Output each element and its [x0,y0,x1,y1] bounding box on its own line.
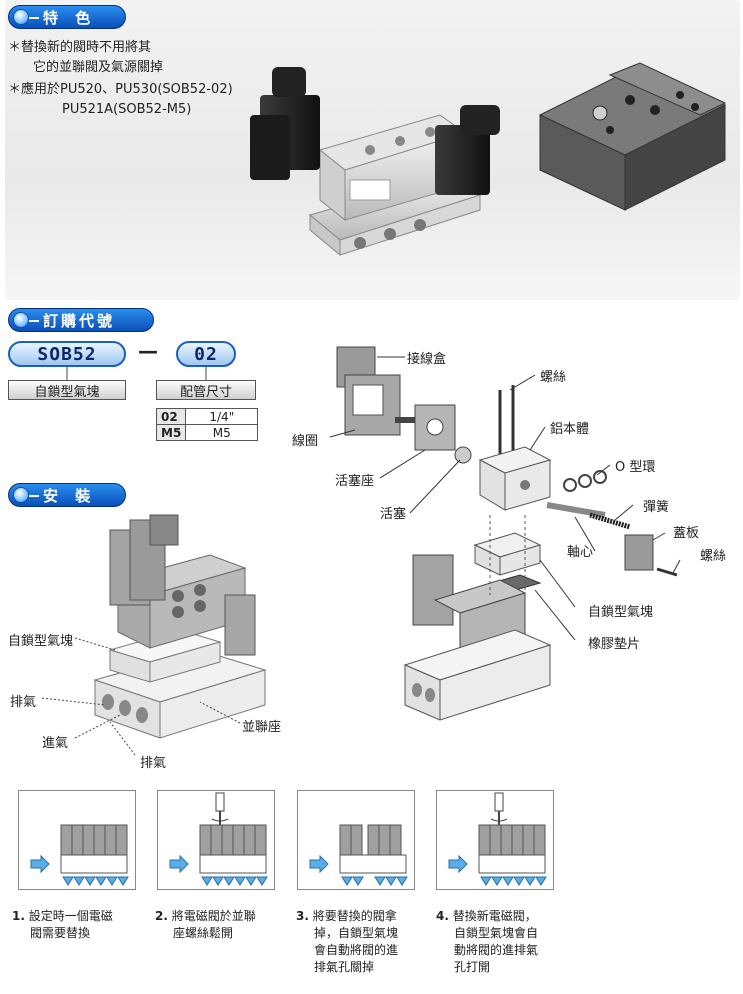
model-code-label: 自鎖型氣塊 [8,380,126,400]
feature-bullet-1: ＊替換新的閥時不用將其 [8,40,152,55]
label-shaft: 軸心 [567,545,594,560]
bullet-dot-icon [13,312,29,328]
label-intake: 進氣 [42,736,69,751]
label-screw-right: 螺絲 [700,549,727,564]
label-piston: 活塞 [380,507,407,522]
label-self-lock-block: 自鎖型氣塊 [8,634,74,649]
feature-heading: 特 色 [8,5,126,29]
pipe-size-table: 02 1/4" M5 M5 [155,408,259,441]
label-exhaust-left: 排氣 [10,695,37,710]
step-1-illustration [18,790,136,890]
label-exploded-self-lock-block: 自鎖型氣塊 [588,605,654,620]
feature-bullet-2: ＊應用於PU520、PU530(SOB52-02) [8,82,233,97]
step-4-illustration [436,790,554,890]
label-piston-seat: 活塞座 [335,474,375,489]
model-code-box: SOB52 [8,341,126,367]
step-2-illustration [157,790,275,890]
bullet-dot-icon [13,9,29,25]
order-heading: 訂購代號 [8,308,154,332]
table-row: 02 1/4" [155,408,259,425]
exploded-view-diagram [329,346,681,721]
pipe-size-label: 配管尺寸 [156,380,256,400]
pipe-code-box: 02 [176,341,236,367]
label-aluminum-body: 鋁本體 [550,422,590,437]
feature-bullet-2-cont: PU521A(SOB52-M5) [62,102,192,117]
label-screw-top: 螺絲 [540,370,567,385]
label-junction-box: 接線盒 [407,352,447,367]
valve-assembly-photo [250,67,500,257]
label-cover: 蓋板 [673,526,700,541]
label-o-ring: O 型環 [615,460,656,475]
feature-bullet-1-cont: 它的並聯閥及氣源關掉 [33,60,164,75]
label-coil: 線圈 [292,434,319,449]
label-manifold: 並聯座 [242,720,282,735]
label-spring: 彈簧 [643,500,670,515]
step-2-text: 2. 將電磁閥於並聯 座螺絲鬆開 [155,909,256,940]
order-dash: — [138,339,158,363]
step-3-illustration [297,790,415,890]
code-connector-lines [66,366,207,380]
install-diagram [41,514,267,756]
self-lock-block-photo [538,62,727,211]
label-exhaust-bottom: 排氣 [140,756,167,771]
install-heading: 安 裝 [8,483,126,507]
bullet-dot-icon [13,487,29,503]
step-1-text: 1. 設定時一個電磁 閥需要替換 [12,909,113,940]
table-row: M5 M5 [155,424,259,441]
step-3-text: 3. 將要替換的閥拿 掉，自鎖型氣塊 會自動將閥的進 排氣孔關掉 [296,909,399,974]
step-4-text: 4. 替換新電磁閥， 自鎖型氣塊會自 動將閥的進排氣 孔打開 [436,909,539,974]
label-rubber-gasket: 橡膠墊片 [588,637,641,652]
